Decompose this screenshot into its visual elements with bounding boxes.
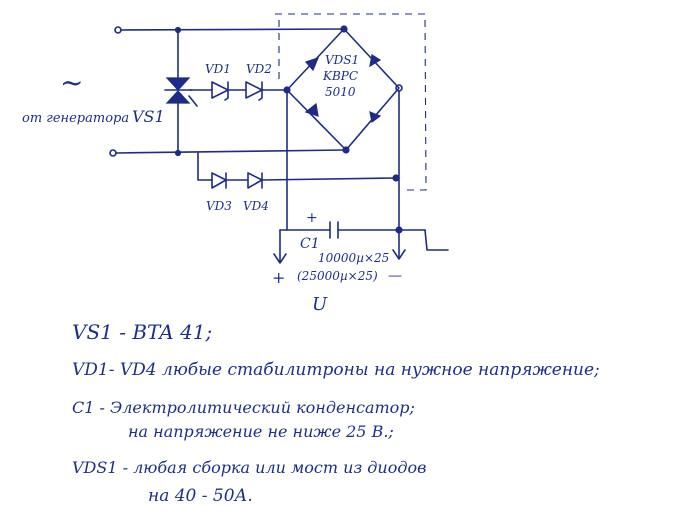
- vs1-label: VS1: [132, 107, 165, 126]
- note-vds1: VDS1 - любая сборка или мост из диодов: [72, 458, 427, 477]
- ground-wire: [424, 229, 449, 251]
- vs1-triac-symbol: [165, 77, 191, 91]
- ac-symbol: ~: [60, 66, 83, 99]
- note-c1-voltage: на напряжение не ниже 25 В.;: [128, 422, 394, 441]
- out-plus: +: [272, 268, 285, 287]
- note-c1: C1 - Электролитический конденсатор;: [72, 398, 415, 417]
- out-minus: —: [388, 268, 402, 284]
- note-vs1: VS1 - BTA 41;: [72, 320, 213, 344]
- output-arrow-plus: [273, 229, 287, 264]
- vd1-label: VD1: [205, 62, 231, 76]
- bottom-rail-wire: [115, 149, 346, 154]
- bridge-label-1: VDS1: [325, 53, 359, 67]
- cap-plus: +: [306, 210, 318, 226]
- vd3-zener: [211, 172, 227, 189]
- cap-value-2: (25000µ×25): [297, 269, 378, 283]
- note-vd: VD1- VD4 любые стабилитроны на нужное на…: [72, 360, 600, 380]
- bridge-dashed-outline: [275, 13, 427, 191]
- capacitor-c1: [329, 221, 339, 239]
- top-rail-wire: [120, 28, 345, 31]
- note-vds1-current: на 40 - 50А.: [148, 486, 253, 506]
- vd1-zener: [211, 81, 229, 99]
- vd4-zener: [247, 172, 263, 189]
- cap-value-1: 10000µ×25: [318, 251, 389, 265]
- source-label: от генератора: [22, 111, 129, 126]
- vd3-label: VD3: [206, 199, 232, 213]
- vd2-label: VD2: [246, 62, 272, 76]
- input-terminal-top: [114, 26, 122, 34]
- vd2-zener: [245, 81, 263, 99]
- out-label: U: [312, 294, 328, 315]
- input-terminal-bottom: [109, 149, 117, 157]
- bridge-label-3: 5010: [325, 85, 356, 99]
- vd4-label: VD4: [243, 199, 269, 213]
- bridge-label-2: KBPC: [322, 69, 358, 83]
- output-arrow-minus: [392, 249, 406, 260]
- cap-label: C1: [300, 236, 320, 252]
